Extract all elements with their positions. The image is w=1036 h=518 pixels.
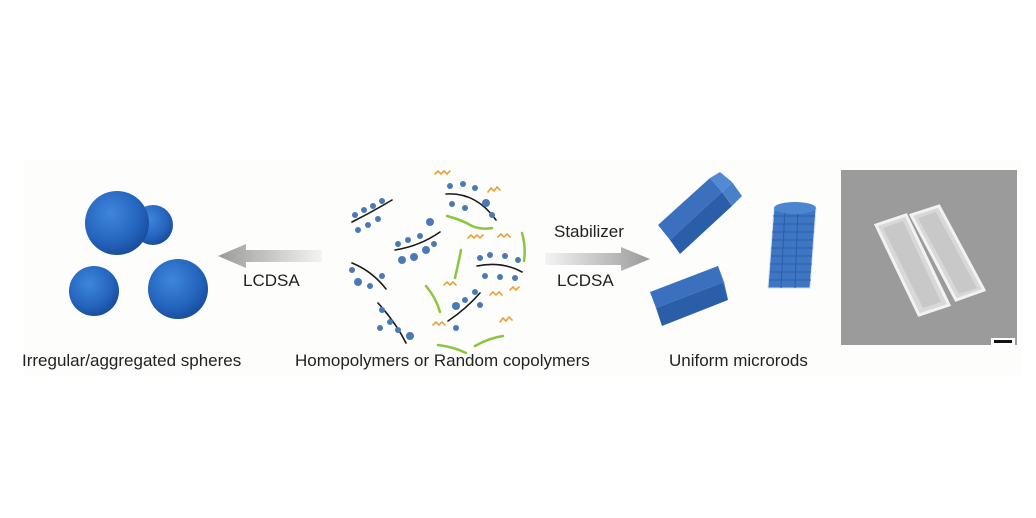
microrod-bundle [767,202,817,289]
microrod-upper [658,172,742,254]
orange-chains [432,169,520,327]
microrod-lower [650,266,728,326]
right-arrow-bottom-label: LCDSA [557,271,614,290]
polymer-chains-illustration [349,169,526,355]
left-arrow-label: LCDSA [243,271,300,290]
left-arrow [218,244,322,268]
center-caption: Homopolymers or Random copolymers [295,351,590,370]
sphere-large-top [85,191,149,255]
green-chains [424,214,526,355]
sem-micrograph [841,170,1017,345]
microrods-illustration [650,172,817,326]
aggregated-spheres-illustration [69,191,208,319]
sem-rod-right [908,204,987,302]
sphere-bottom-right [148,259,208,319]
left-caption: Irregular/aggregated spheres [22,351,242,370]
right-arrow-top-label: Stabilizer [554,222,624,241]
sem-rod-left [873,213,952,317]
right-caption: Uniform microrods [669,351,808,370]
right-arrow [545,247,650,271]
side-groups [349,181,521,340]
sphere-bottom-left [69,266,119,316]
